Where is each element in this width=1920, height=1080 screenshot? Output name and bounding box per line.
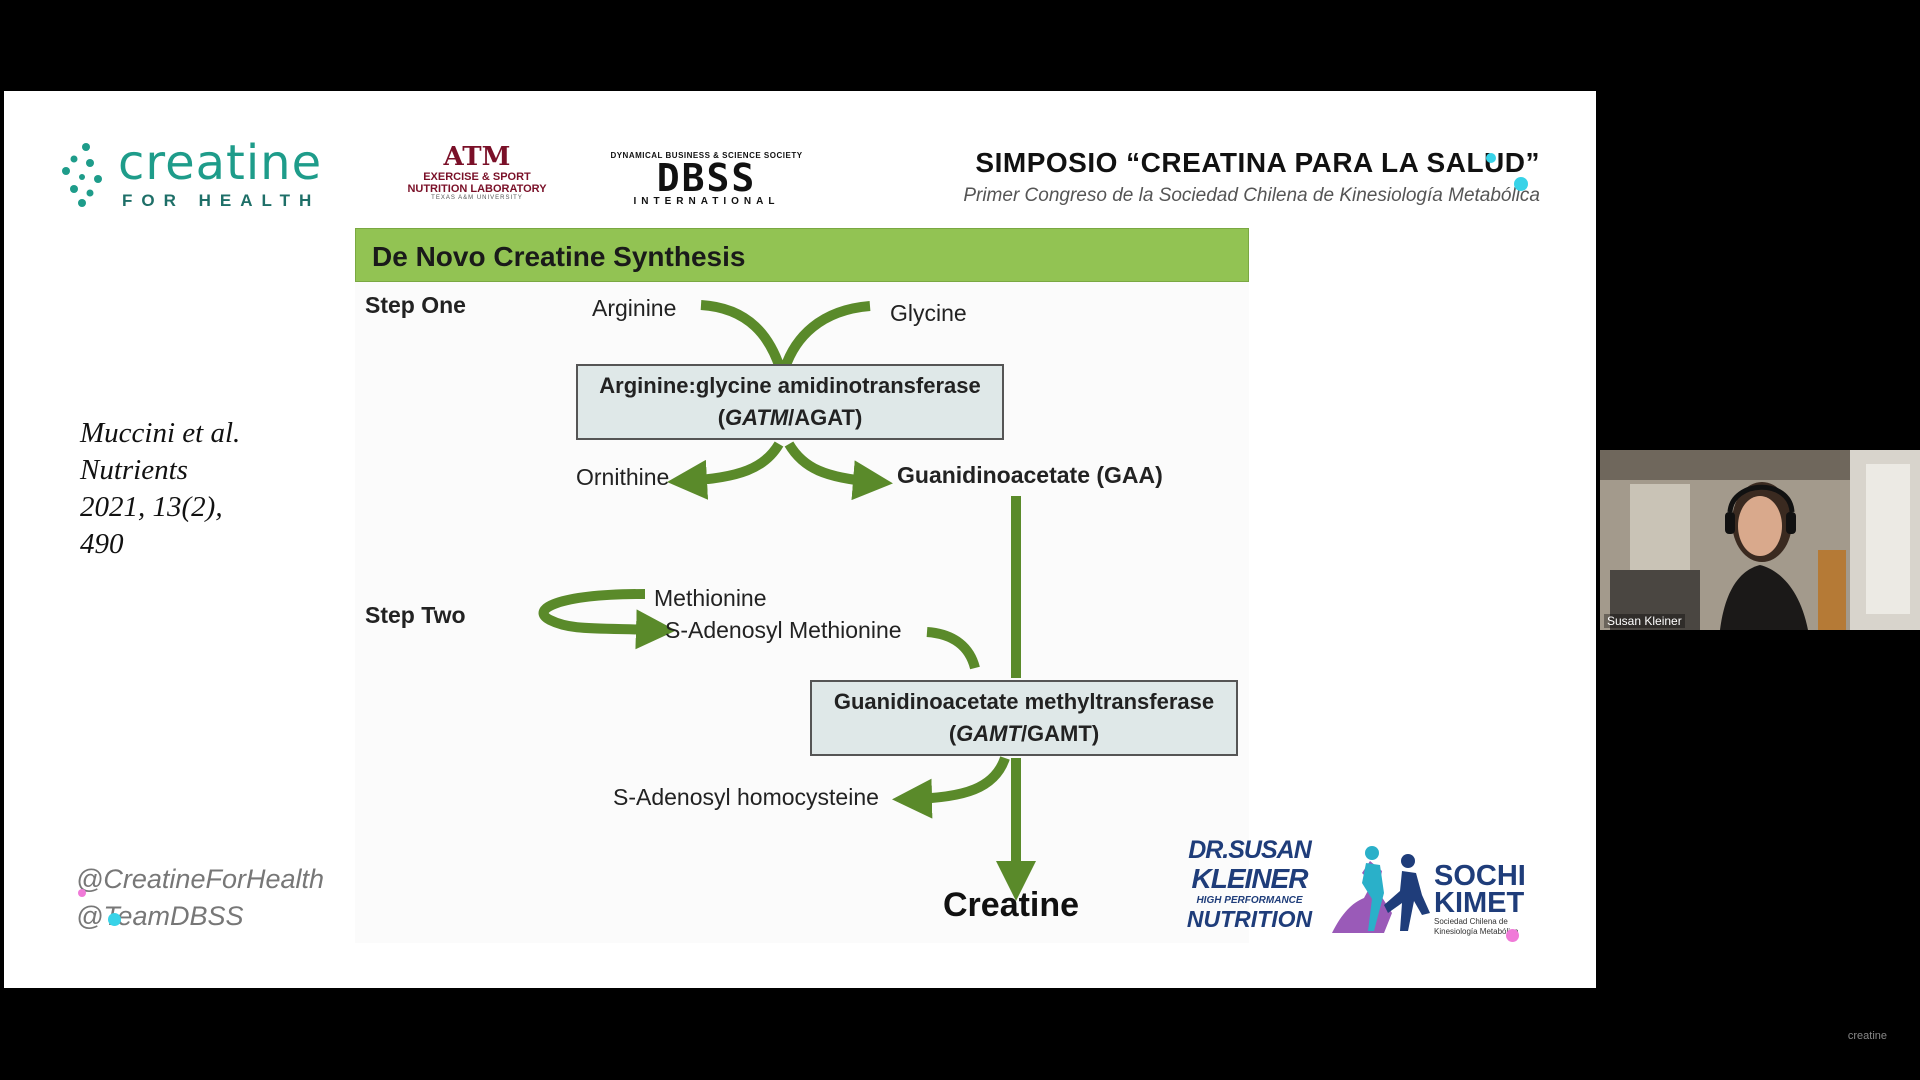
arrow-arginine: [700, 300, 785, 370]
creatine-synthesis-diagram: De Novo Creatine Synthesis: [355, 228, 1249, 943]
glycine-label: Glycine: [890, 300, 967, 326]
kleiner-line-1: DR.SUSAN: [1188, 836, 1312, 864]
handle-creatine: @CreatineForHealth: [76, 864, 325, 894]
enzyme-gamt-protein: /GAMT): [1020, 721, 1100, 746]
citation-line: 490: [80, 528, 124, 560]
symposium-title: SIMPOSIO “CREATINA PARA LA SALUD”: [975, 147, 1540, 178]
diagram-title: De Novo Creatine Synthesis: [372, 241, 746, 272]
enzyme-gatm-protein: /AGAT): [788, 405, 863, 430]
watermark: creatine: [1847, 1030, 1887, 1042]
dr-susan-kleiner-logo: DR.SUSAN KLEINER HIGH PERFORMANCE NUTRIT…: [1182, 836, 1317, 941]
tamu-line-2: NUTRITION LABORATORY: [407, 183, 547, 195]
tamu-line-1: EXERCISE & SPORT: [423, 171, 531, 183]
citation-line: Muccini et al.: [80, 417, 241, 449]
methionine-label: Methionine: [654, 585, 767, 611]
enzyme-gatm-name: Arginine:glycine amidinotransferase: [599, 373, 981, 398]
symposium-subtitle: Primer Congreso de la Sociedad Chilena d…: [963, 185, 1540, 206]
sochi-line-3: Sociedad Chilena de Kinesiología Metaból…: [1434, 917, 1519, 936]
enzyme-gatm-gene: GATM: [725, 405, 789, 430]
pointer-dot: [1486, 153, 1496, 163]
arrow-gaa: [784, 441, 893, 501]
enzyme-gatm-genes: (GATM/AGAT): [717, 405, 863, 430]
arrow-glycine: [780, 301, 871, 370]
arginine-label: Arginine: [592, 295, 677, 321]
pointer-dot: [78, 889, 86, 897]
kleiner-line-4: NUTRITION: [1186, 906, 1313, 932]
creatine-product-label: Creatine: [943, 886, 1080, 924]
arrow-sam: [926, 627, 980, 670]
dbss-mid-text: DBSS: [656, 156, 757, 200]
ornithine-label: Ornithine: [576, 464, 670, 490]
creatine-logo-word: creatine: [118, 135, 323, 191]
dbss-bottom-text: INTERNATIONAL: [633, 196, 780, 207]
sochikimet-logo: SOCHI KIMET Sociedad Chilena de Kinesiol…: [1434, 860, 1546, 937]
pointer-dot: [108, 913, 121, 926]
sam-label: S-Adenosyl Methionine: [665, 617, 902, 643]
citation-line: 2021, 13(2),: [80, 491, 223, 523]
step-one-label: Step One: [365, 292, 466, 318]
enzyme-gamt-name: Guanidinoacetate methyltransferase: [833, 689, 1215, 714]
tamu-mark: ATM: [443, 142, 511, 172]
dbss-logo: DYNAMICAL BUSINESS & SCIENCE SOCIETY DBS…: [604, 151, 809, 211]
kleiner-line-2: KLEINER: [1191, 863, 1309, 894]
participant-name: Susan Kleiner: [1604, 614, 1685, 628]
pointer-dot: [1506, 929, 1519, 942]
arrow-ornithine: [667, 441, 784, 500]
enzyme-gamt-genes: (GAMT/GAMT): [948, 721, 1100, 746]
presentation-slide: creatine FOR HEALTH ATM EXERCISE & SPORT…: [4, 91, 1596, 988]
creatine-for-health-logo: creatine FOR HEALTH: [60, 135, 340, 210]
gaa-label: Guanidinoacetate (GAA): [897, 462, 1163, 488]
sochi-line-2: KIMET: [1434, 887, 1525, 919]
enzyme-gamt-gene: GAMT: [956, 721, 1021, 746]
molecule-dots-icon: [62, 143, 102, 207]
step-two-label: Step Two: [365, 602, 466, 628]
webcam-video: [1600, 450, 1920, 630]
citation: Muccini et al. Nutrients 2021, 13(2), 49…: [80, 415, 240, 563]
kleiner-line-3: HIGH PERFORMANCE: [1196, 895, 1303, 906]
runners-logo-icon: [1332, 846, 1430, 933]
sochi-line-1: SOCHI: [1434, 860, 1526, 892]
enzyme-gatm-box: Arginine:glycine amidinotransferase (GAT…: [576, 364, 1004, 440]
webcam-tile: Susan Kleiner: [1600, 450, 1920, 630]
creatine-logo-sub: FOR HEALTH: [122, 191, 321, 210]
handle-dbss: @TeamDBSS: [76, 901, 244, 931]
dbss-top-text: DYNAMICAL BUSINESS & SCIENCE SOCIETY: [610, 151, 803, 160]
pathway-arrows: [538, 300, 1036, 901]
sah-label: S-Adenosyl homocysteine: [613, 784, 879, 810]
arrow-methionine-loop: [538, 589, 676, 650]
tamu-lab-logo: ATM EXERCISE & SPORT NUTRITION LABORATOR…: [392, 143, 562, 209]
enzyme-gamt-box: Guanidinoacetate methyltransferase (GAMT…: [810, 680, 1238, 756]
tamu-line-3: TEXAS A&M UNIVERSITY: [431, 195, 523, 201]
social-handles: @CreatineForHealth @TeamDBSS: [76, 861, 324, 935]
citation-line: Nutrients: [80, 454, 188, 486]
pointer-dot: [1514, 177, 1528, 191]
arrow-sah: [892, 756, 1010, 819]
diagram-banner: De Novo Creatine Synthesis: [355, 228, 1249, 282]
